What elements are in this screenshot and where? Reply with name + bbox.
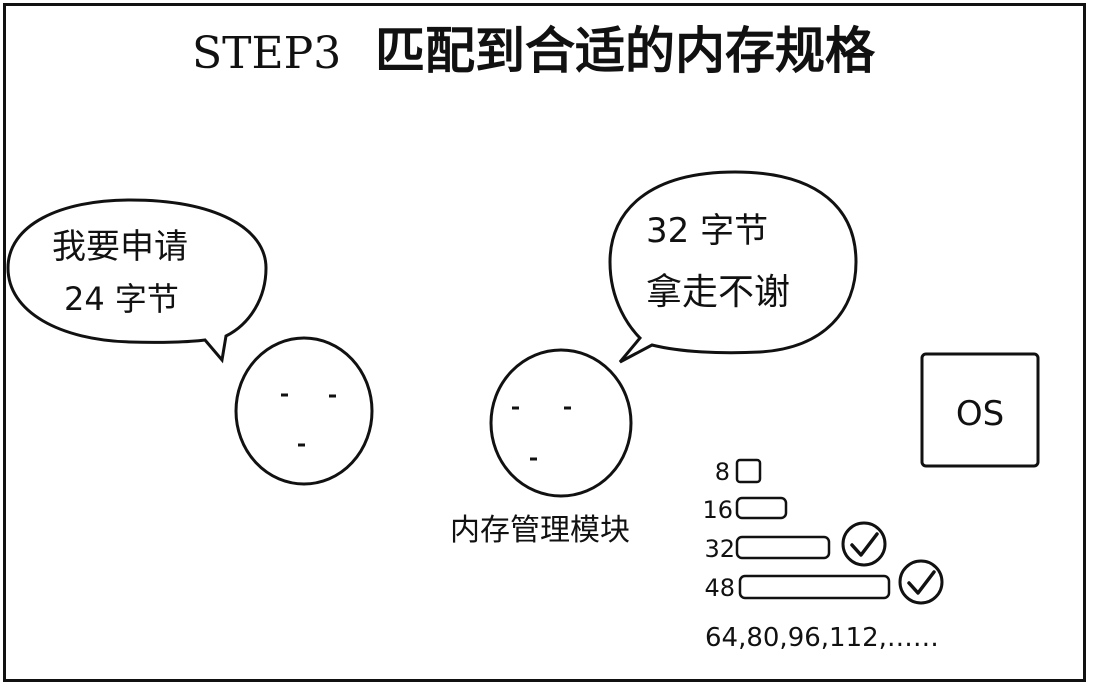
- more-size-classes: 64,80,96,112,……: [705, 623, 939, 653]
- speech-left-line1: 我要申请: [52, 227, 188, 267]
- speech-right-line2: 拿走不谢: [646, 272, 790, 313]
- speech-bubble-left: [6, 198, 268, 364]
- os-box: [920, 352, 1040, 468]
- size-class-label-32: 32: [704, 535, 735, 563]
- size-class-label-8: 8: [715, 458, 730, 486]
- check-icon: [841, 521, 887, 567]
- size-class-block-8: [735, 458, 762, 484]
- size-class-block-48: [738, 574, 891, 600]
- memory-module-face: [489, 348, 633, 498]
- size-class-list: 8 16 32 48 64,80,96,112,……: [702, 458, 944, 653]
- size-class-block-32: [735, 535, 831, 560]
- check-icon: [898, 559, 944, 605]
- speech-bubble-right: [608, 170, 858, 364]
- step-label: STEP3: [192, 28, 341, 79]
- os-label: OS: [956, 394, 1004, 434]
- memory-module-label: 内存管理模块: [450, 513, 630, 548]
- size-class-block-16: [735, 496, 788, 520]
- size-class-label-48: 48: [704, 574, 735, 602]
- speech-left-line2: 24 字节: [64, 280, 179, 318]
- speech-right-line1: 32 字节: [646, 211, 768, 251]
- size-class-label-16: 16: [702, 496, 733, 524]
- requester-face: [234, 336, 374, 486]
- diagram-title: 匹配到合适的内存规格: [375, 21, 876, 80]
